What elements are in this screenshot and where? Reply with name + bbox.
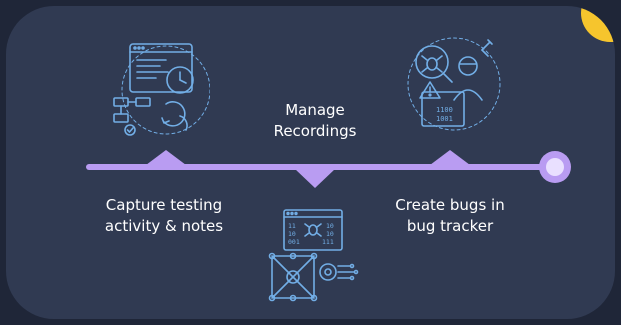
- svg-text:1100: 1100: [436, 106, 453, 114]
- timeline-marker-up-1: [146, 150, 186, 165]
- timeline-marker-down-2: [295, 169, 335, 188]
- step-2-label-line-2: Recordings: [273, 122, 357, 140]
- step-2-label: Manage Recordings: [256, 100, 374, 142]
- timeline-line: [86, 164, 554, 170]
- code-bug-network-icon: 11 10 001 10 10 111: [268, 209, 359, 302]
- svg-text:001: 001: [288, 238, 300, 246]
- bug-search-developer-binary-icon: 1100 1001: [407, 37, 501, 131]
- svg-text:11: 11: [288, 222, 296, 230]
- svg-text:10: 10: [326, 222, 334, 230]
- step-3-label: Create bugs in bug tracker: [380, 195, 520, 237]
- step-3-label-line-1: Create bugs in: [395, 196, 505, 214]
- timeline-panel: [6, 6, 615, 319]
- step-1-label-line-2: activity & notes: [104, 217, 224, 235]
- timeline-marker-up-3: [430, 150, 470, 165]
- svg-text:10: 10: [326, 230, 334, 238]
- browser-clock-flowchart-icon: [113, 43, 210, 136]
- step-3-label-line-2: bug tracker: [406, 217, 494, 235]
- step-2-label-line-1: Manage: [285, 101, 345, 119]
- svg-text:1001: 1001: [436, 115, 453, 123]
- step-1-label-line-1: Capture testing: [105, 196, 223, 214]
- svg-text:10: 10: [288, 230, 296, 238]
- svg-text:111: 111: [322, 238, 334, 246]
- timeline-end-node-dot: [546, 158, 564, 176]
- step-1-label: Capture testing activity & notes: [94, 195, 234, 237]
